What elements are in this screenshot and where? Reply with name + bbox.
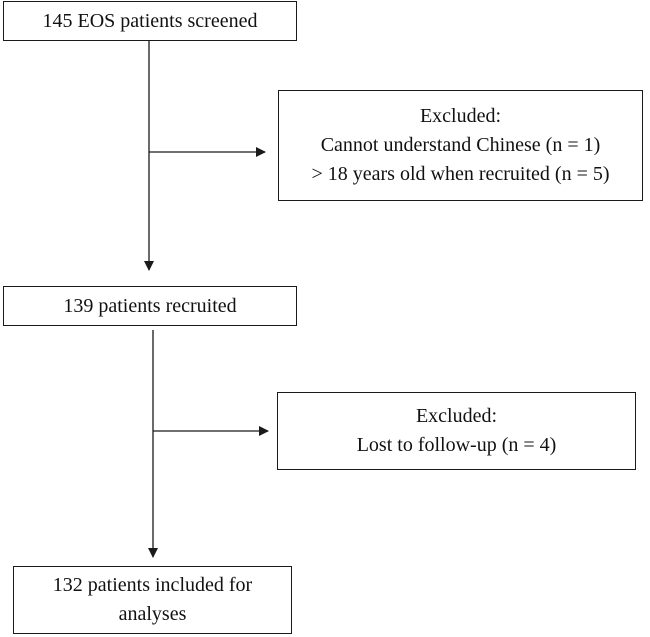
- node-heading: Excluded:: [415, 405, 498, 427]
- node-text-line: Lost to follow-up (n = 4): [356, 434, 557, 456]
- node-text-line: 145 EOS patients screened: [42, 9, 258, 32]
- node-text-line: Cannot understand Chinese (n = 1): [320, 134, 601, 156]
- node-text-line: > 18 years old when recruited (n = 5): [311, 163, 610, 185]
- node-patients-analysed: 132 patients included for analyses: [13, 566, 292, 634]
- node-patients-recruited: 139 patients recruited: [3, 286, 297, 326]
- node-heading: Excluded:: [419, 105, 502, 127]
- node-text-line: 139 patients recruited: [63, 294, 237, 317]
- node-excluded-follow-up: Excluded: Lost to follow-up (n = 4): [277, 392, 636, 470]
- node-patients-screened: 145 EOS patients screened: [3, 1, 297, 41]
- node-excluded-before-recruitment: Excluded: Cannot understand Chinese (n =…: [278, 90, 643, 201]
- node-text-line: 132 patients included for: [52, 574, 253, 596]
- node-text-line: analyses: [118, 603, 187, 625]
